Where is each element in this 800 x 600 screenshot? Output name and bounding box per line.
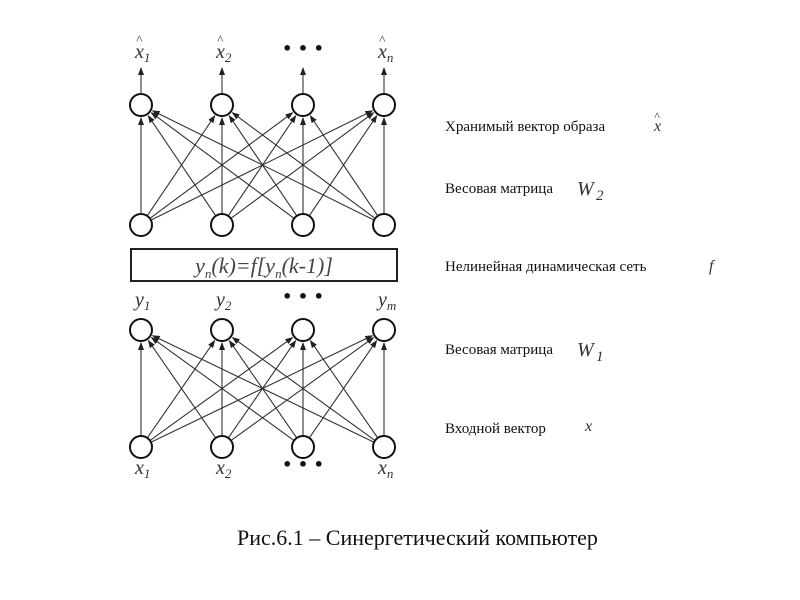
- hat-mark: ^: [654, 109, 660, 123]
- input-node-3: [291, 435, 315, 459]
- output-arrows: [138, 67, 387, 94]
- hidden-top-node-1: [129, 213, 153, 237]
- neuron-nodes: [129, 93, 396, 459]
- w2-connection-1-3: [149, 112, 294, 219]
- output-ellipsis: • • •: [282, 39, 324, 58]
- legend-text: Входной вектор: [445, 421, 546, 437]
- dynamic-formula: yn(k)=f[yn(k-1)]: [193, 253, 333, 281]
- hidden-label-4: ym: [376, 289, 396, 313]
- input-node-1: [129, 435, 153, 459]
- legend: Хранимый вектор образа x ^ Весовая матри…: [445, 109, 716, 437]
- w2-connection-2-4: [230, 112, 375, 219]
- w1-connection-1-2: [146, 339, 216, 439]
- hidden-ellipsis: • • •: [282, 287, 324, 306]
- w2-connection-1-2: [146, 114, 216, 217]
- weight-matrix-w2-connections: [138, 110, 387, 221]
- legend-text: Весовая матрица: [445, 181, 553, 197]
- output-label-1: x1: [134, 41, 150, 65]
- legend-symbol-x-hat: x: [653, 118, 661, 135]
- weight-matrix-w1-connections: [138, 335, 387, 443]
- legend-symbol-sub: 1: [596, 349, 604, 365]
- input-ellipsis: • • •: [282, 455, 324, 474]
- input-label-4: xn: [377, 457, 393, 481]
- legend-symbol-x: x: [584, 418, 592, 435]
- hidden-bottom-node-2: [210, 318, 234, 342]
- figure-caption: Рис.6.1 – Синергетический компьютер: [237, 525, 598, 550]
- input-node-2: [210, 435, 234, 459]
- hidden-bottom-node-4: [372, 318, 396, 342]
- w1-connection-4-2: [231, 337, 376, 442]
- nonlinear-dynamic-box: yn(k)=f[yn(k-1)]: [130, 248, 398, 282]
- legend-symbol-w: W: [577, 339, 596, 361]
- w1-connection-3-4: [308, 339, 378, 439]
- hidden-top-node-4: [372, 213, 396, 237]
- hidden-top-node-2: [210, 213, 234, 237]
- w2-connection-2-1: [147, 114, 217, 217]
- output-node-3: [291, 93, 315, 117]
- legend-item-nonlinear-network: Нелинейная динамическая сеть f: [445, 258, 716, 275]
- legend-symbol-f: f: [709, 258, 716, 275]
- w2-connection-2-3: [227, 114, 297, 217]
- output-label-4: xn: [377, 41, 393, 65]
- legend-symbol-sub: 2: [596, 188, 604, 204]
- w2-connection-3-1: [150, 112, 295, 219]
- w1-connection-4-3: [309, 339, 379, 439]
- w2-connection-4-1: [151, 110, 375, 221]
- hidden-top-node-3: [291, 213, 315, 237]
- input-label-1: x1: [134, 457, 150, 481]
- w1-connection-2-3: [227, 339, 297, 439]
- input-node-4: [372, 435, 396, 459]
- input-label-2: x2: [215, 457, 232, 481]
- legend-text: Нелинейная динамическая сеть: [445, 259, 647, 275]
- hidden-bottom-node-1: [129, 318, 153, 342]
- w1-connection-3-1: [150, 337, 295, 442]
- output-hat-4: ^: [379, 32, 386, 47]
- hidden-bottom-node-3: [291, 318, 315, 342]
- w1-connection-2-4: [230, 337, 375, 442]
- hidden-label-1: y1: [133, 289, 150, 313]
- legend-item-input-vector: Входной вектор x: [445, 418, 592, 437]
- w2-connection-4-2: [231, 112, 376, 219]
- output-node-4: [372, 93, 396, 117]
- legend-text: Весовая матрица: [445, 342, 553, 358]
- output-label-2: x2: [215, 41, 232, 65]
- hidden-label-2: y2: [214, 289, 232, 313]
- dynamic-box-frame: [130, 248, 398, 282]
- w2-connection-4-3: [309, 114, 379, 217]
- legend-symbol-w: W: [577, 178, 596, 200]
- w2-connection-3-4: [308, 114, 378, 217]
- w1-connection-4-1: [151, 335, 375, 443]
- w1-connection-1-3: [149, 337, 294, 442]
- legend-item-weight-matrix-w1: Весовая матрица W 1: [445, 339, 604, 365]
- legend-item-weight-matrix-w2: Весовая матрица W 2: [445, 178, 604, 204]
- output-node-1: [129, 93, 153, 117]
- output-hat-2: ^: [217, 32, 224, 47]
- w1-connection-2-1: [147, 339, 217, 439]
- output-hat-1: ^: [136, 32, 143, 47]
- legend-item-stored-vector: Хранимый вектор образа x ^: [445, 109, 661, 135]
- legend-text: Хранимый вектор образа: [445, 119, 605, 135]
- output-node-2: [210, 93, 234, 117]
